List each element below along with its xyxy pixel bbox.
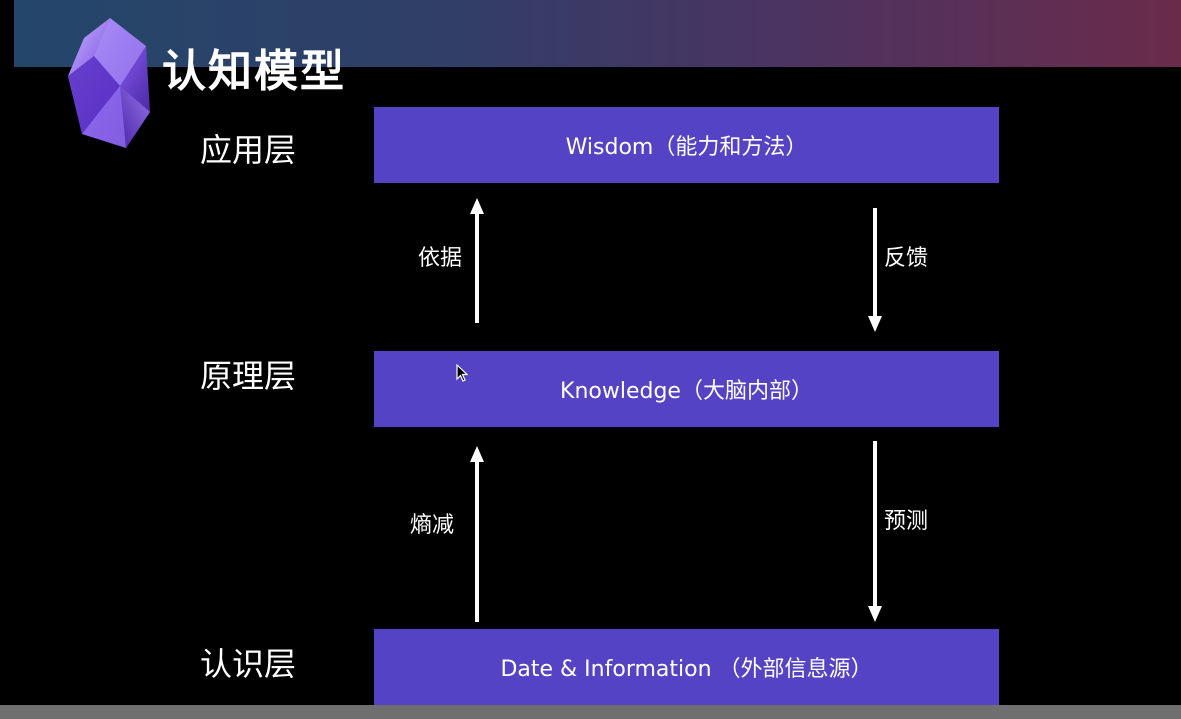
arrow-down-prediction <box>868 441 882 622</box>
bottom-video-strip <box>0 705 1181 719</box>
top-banner <box>14 0 1181 67</box>
arrow-up-entropy-reduction <box>470 446 484 622</box>
arrow-label-prediction: 预测 <box>884 509 929 534</box>
wisdom-box: Wisdom（能力和方法） <box>374 107 999 183</box>
arrow-label-feedback: 反馈 <box>884 246 929 271</box>
data-information-box-text: Date & Information （外部信息源） <box>500 657 873 682</box>
arrow-up-basis <box>470 198 484 323</box>
obsidian-logo-icon <box>68 18 150 148</box>
arrow-label-entropy-reduction: 熵减 <box>410 513 455 538</box>
mouse-pointer-icon <box>456 364 468 382</box>
layer-label-principle: 原理层 <box>200 357 297 395</box>
arrow-down-feedback <box>868 208 882 332</box>
knowledge-box: Knowledge（大脑内部） <box>374 351 999 427</box>
layer-label-application: 应用层 <box>200 131 297 169</box>
page-title: 认知模型 <box>162 46 346 97</box>
wisdom-box-text: Wisdom（能力和方法） <box>565 135 808 160</box>
data-information-box: Date & Information （外部信息源） <box>374 629 999 705</box>
layer-label-cognition: 认识层 <box>200 645 297 683</box>
knowledge-box-text: Knowledge（大脑内部） <box>560 379 813 404</box>
arrow-label-basis: 依据 <box>418 246 463 271</box>
